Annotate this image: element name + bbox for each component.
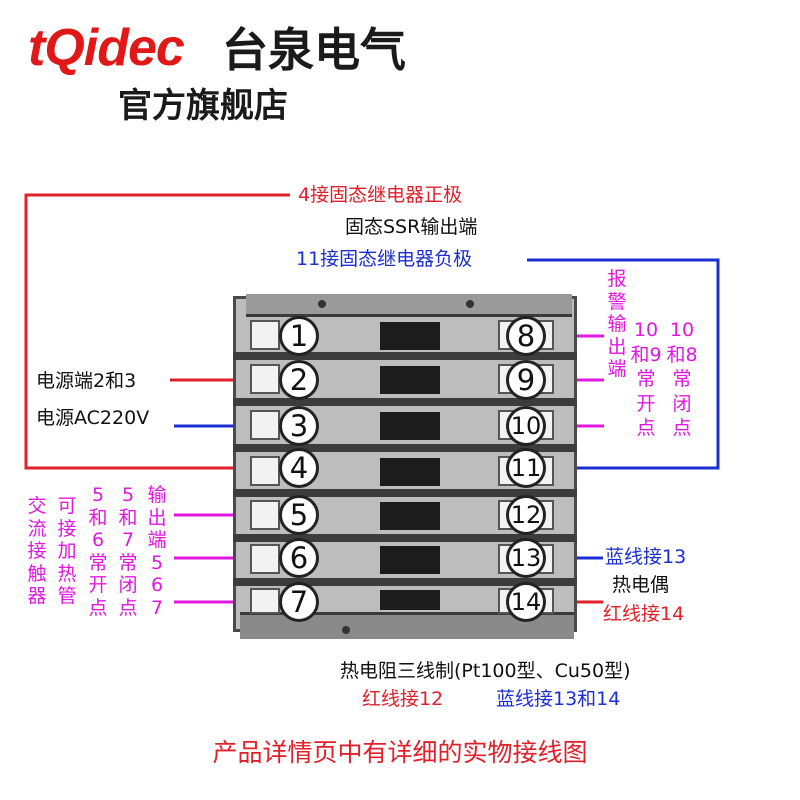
center-slot (380, 366, 440, 394)
center-slot (380, 458, 440, 486)
row-divider (233, 398, 577, 406)
terminal-1: 1 (279, 316, 319, 356)
rtd-title: 热电阻三线制(Pt100型、Cu50型) (340, 660, 631, 682)
terminal-9: 9 (506, 360, 546, 400)
center-slot (380, 412, 440, 440)
center-slot (380, 502, 440, 530)
brand-subtitle: 官方旗舰店 (118, 86, 288, 126)
contactor-label-1: 交流接触器 (27, 495, 47, 607)
screw-slot-1 (250, 320, 280, 350)
terminal-7: 7 (279, 582, 319, 622)
power-voltage-label: 电源AC220V (36, 407, 150, 429)
alarm-normally-open: 10和9常开点 (630, 319, 662, 439)
contactor-label-5: 输出端5 6 7 (147, 484, 167, 619)
screw-slot-2 (250, 364, 280, 394)
ssr-title: 固态SSR输出端 (345, 216, 478, 238)
terminal-4: 4 (279, 448, 319, 488)
power-terminals-label: 电源端2和3 (36, 370, 137, 392)
ssr-negative-label: 11接固态继电器负极 (296, 248, 473, 270)
alarm-title: 报警输出端 (607, 268, 627, 380)
terminal-11: 11 (506, 448, 546, 488)
screw-slot-5 (250, 500, 280, 530)
terminal-block-top (246, 294, 572, 317)
rtd-red-label: 红线接12 (362, 688, 444, 710)
terminal-12: 12 (506, 495, 546, 535)
terminal-8: 8 (506, 316, 546, 356)
contactor-label-2: 可接加热管 (57, 495, 77, 607)
screw-icon (466, 300, 474, 308)
row-divider (233, 534, 577, 542)
rtd-blue-label: 蓝线接13和14 (496, 688, 621, 710)
row-divider (233, 352, 577, 360)
contactor-label-3: 5和6常开点 (88, 484, 108, 619)
terminal-13: 13 (506, 538, 546, 578)
screw-slot-7 (250, 588, 280, 614)
terminal-6: 6 (279, 538, 319, 578)
row-divider (233, 578, 577, 586)
terminal-10: 10 (506, 406, 546, 446)
contactor-label-4: 5和7常闭点 (118, 484, 138, 619)
brand-logo: tQidec (28, 19, 185, 77)
terminal-5: 5 (279, 495, 319, 535)
screw-slot-4 (250, 456, 280, 486)
terminal-2: 2 (279, 360, 319, 400)
terminal-3: 3 (279, 406, 319, 446)
center-slot (380, 322, 440, 350)
screw-slot-6 (250, 544, 280, 574)
tc-blue-label: 蓝线接13 (605, 546, 687, 568)
tc-red-label: 红线接14 (603, 603, 685, 625)
brand-name: 台泉电气 (222, 23, 406, 77)
terminal-14: 14 (506, 582, 546, 622)
ssr-positive-label: 4接固态继电器正极 (298, 184, 463, 206)
tc-title: 热电偶 (612, 574, 670, 596)
alarm-normally-closed: 10和8常闭点 (666, 319, 698, 439)
center-slot (380, 590, 440, 610)
bottom-note: 产品详情页中有详细的实物接线图 (212, 738, 588, 767)
ssr-positive-wire (24, 193, 290, 470)
screw-icon (318, 300, 326, 308)
row-divider (233, 489, 577, 497)
screw-icon (342, 626, 350, 634)
row-divider (233, 444, 577, 452)
screw-slot-3 (250, 410, 280, 440)
center-slot (380, 546, 440, 574)
ssr-negative-wire (527, 258, 720, 470)
